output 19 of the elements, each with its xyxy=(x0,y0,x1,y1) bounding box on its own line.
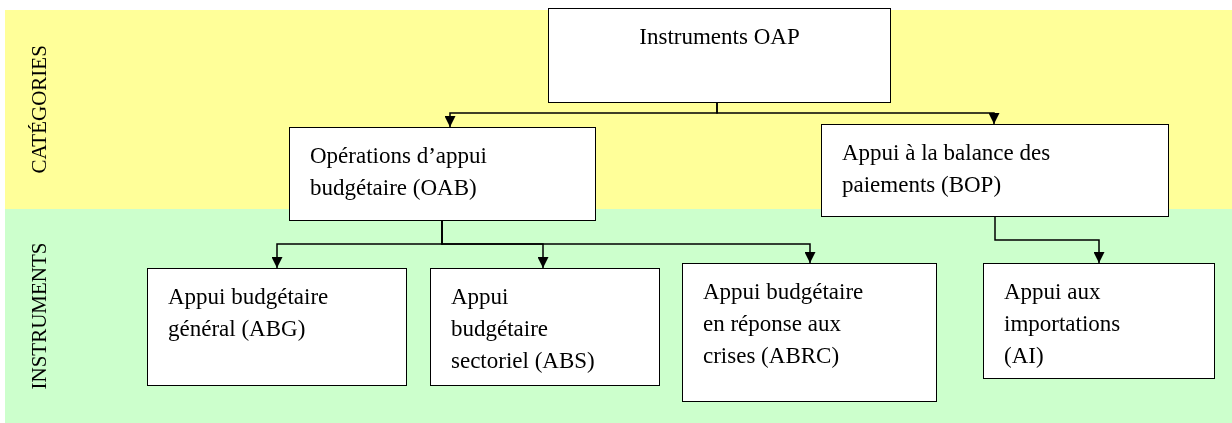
org-box xyxy=(821,124,1169,217)
box-label: Appui à la balance des paiements (BOP) xyxy=(842,139,1052,199)
box-label: Appui aux importations (AI) xyxy=(1004,278,1122,370)
org-box xyxy=(289,127,596,221)
band-label: INSTRUMENTS xyxy=(27,242,52,390)
org-box xyxy=(548,8,891,103)
arrow xyxy=(441,220,816,264)
org-box xyxy=(147,268,407,386)
box-label: Appui budgétaire général (ABG) xyxy=(168,283,330,343)
org-box xyxy=(983,263,1215,379)
org-box xyxy=(430,268,660,386)
box-label: Instruments OAP xyxy=(638,23,801,51)
box-label: Opérations d’appui budgétaire (OAB) xyxy=(310,142,488,202)
band-label: CATÉGORIES xyxy=(27,45,52,174)
box-label: Appui budgétaire sectoriel (ABS) xyxy=(451,283,596,375)
box-label: Appui budgétaire en réponse aux crises (ABRC) xyxy=(703,278,865,370)
arrow xyxy=(716,102,1000,125)
arrow xyxy=(994,216,1105,264)
org-box xyxy=(682,263,937,402)
